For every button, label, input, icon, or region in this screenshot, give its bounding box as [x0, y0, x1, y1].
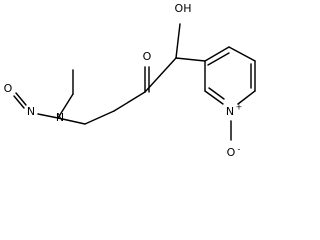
- hydroxyl-label: OH: [175, 2, 192, 15]
- nitroso-nitrogen-label: N: [27, 105, 35, 118]
- pyridine-nitrogen-label: N: [226, 105, 234, 118]
- bond-carbonyl-to-choh: [144, 57, 177, 93]
- chemical-structure-canvas: OH O O N N N + O -: [4, 2, 256, 159]
- ring-bond-1-inner: [207, 52, 230, 66]
- n-oxide-oxygen-label: O: [227, 146, 236, 159]
- ring-bond-1: [204, 46, 230, 62]
- positive-charge-label: +: [236, 103, 243, 112]
- ring-bond-5-inner: [208, 87, 225, 100]
- bond-nitroso-o-n-double: [15, 92, 27, 106]
- bond-amine-to-ch2-a: [57, 117, 86, 125]
- ketone-oxygen-label: O: [143, 50, 152, 63]
- bond-ch2-a-to-ch2-b: [84, 110, 115, 125]
- bond-ch2-b-to-carbonyl: [113, 91, 146, 112]
- nitroso-oxygen-label: O: [4, 82, 13, 95]
- bond-nitroso-o-n: [13, 95, 25, 109]
- ring-bond-5: [204, 90, 224, 105]
- ring-bond-4: [237, 90, 256, 105]
- bond-amine-methyl-up: [57, 93, 74, 119]
- bond-nitroso-n-amine-n: [37, 113, 59, 119]
- amine-nitrogen-label: N: [56, 111, 64, 124]
- bond-choh-to-oh: [175, 23, 181, 59]
- ring-bond-2: [228, 46, 256, 62]
- negative-charge-label: -: [238, 145, 241, 154]
- bond-choh-to-ring: [175, 57, 206, 62]
- chemical-structure-diagram: OH O O N N N + O -: [4, 2, 256, 159]
